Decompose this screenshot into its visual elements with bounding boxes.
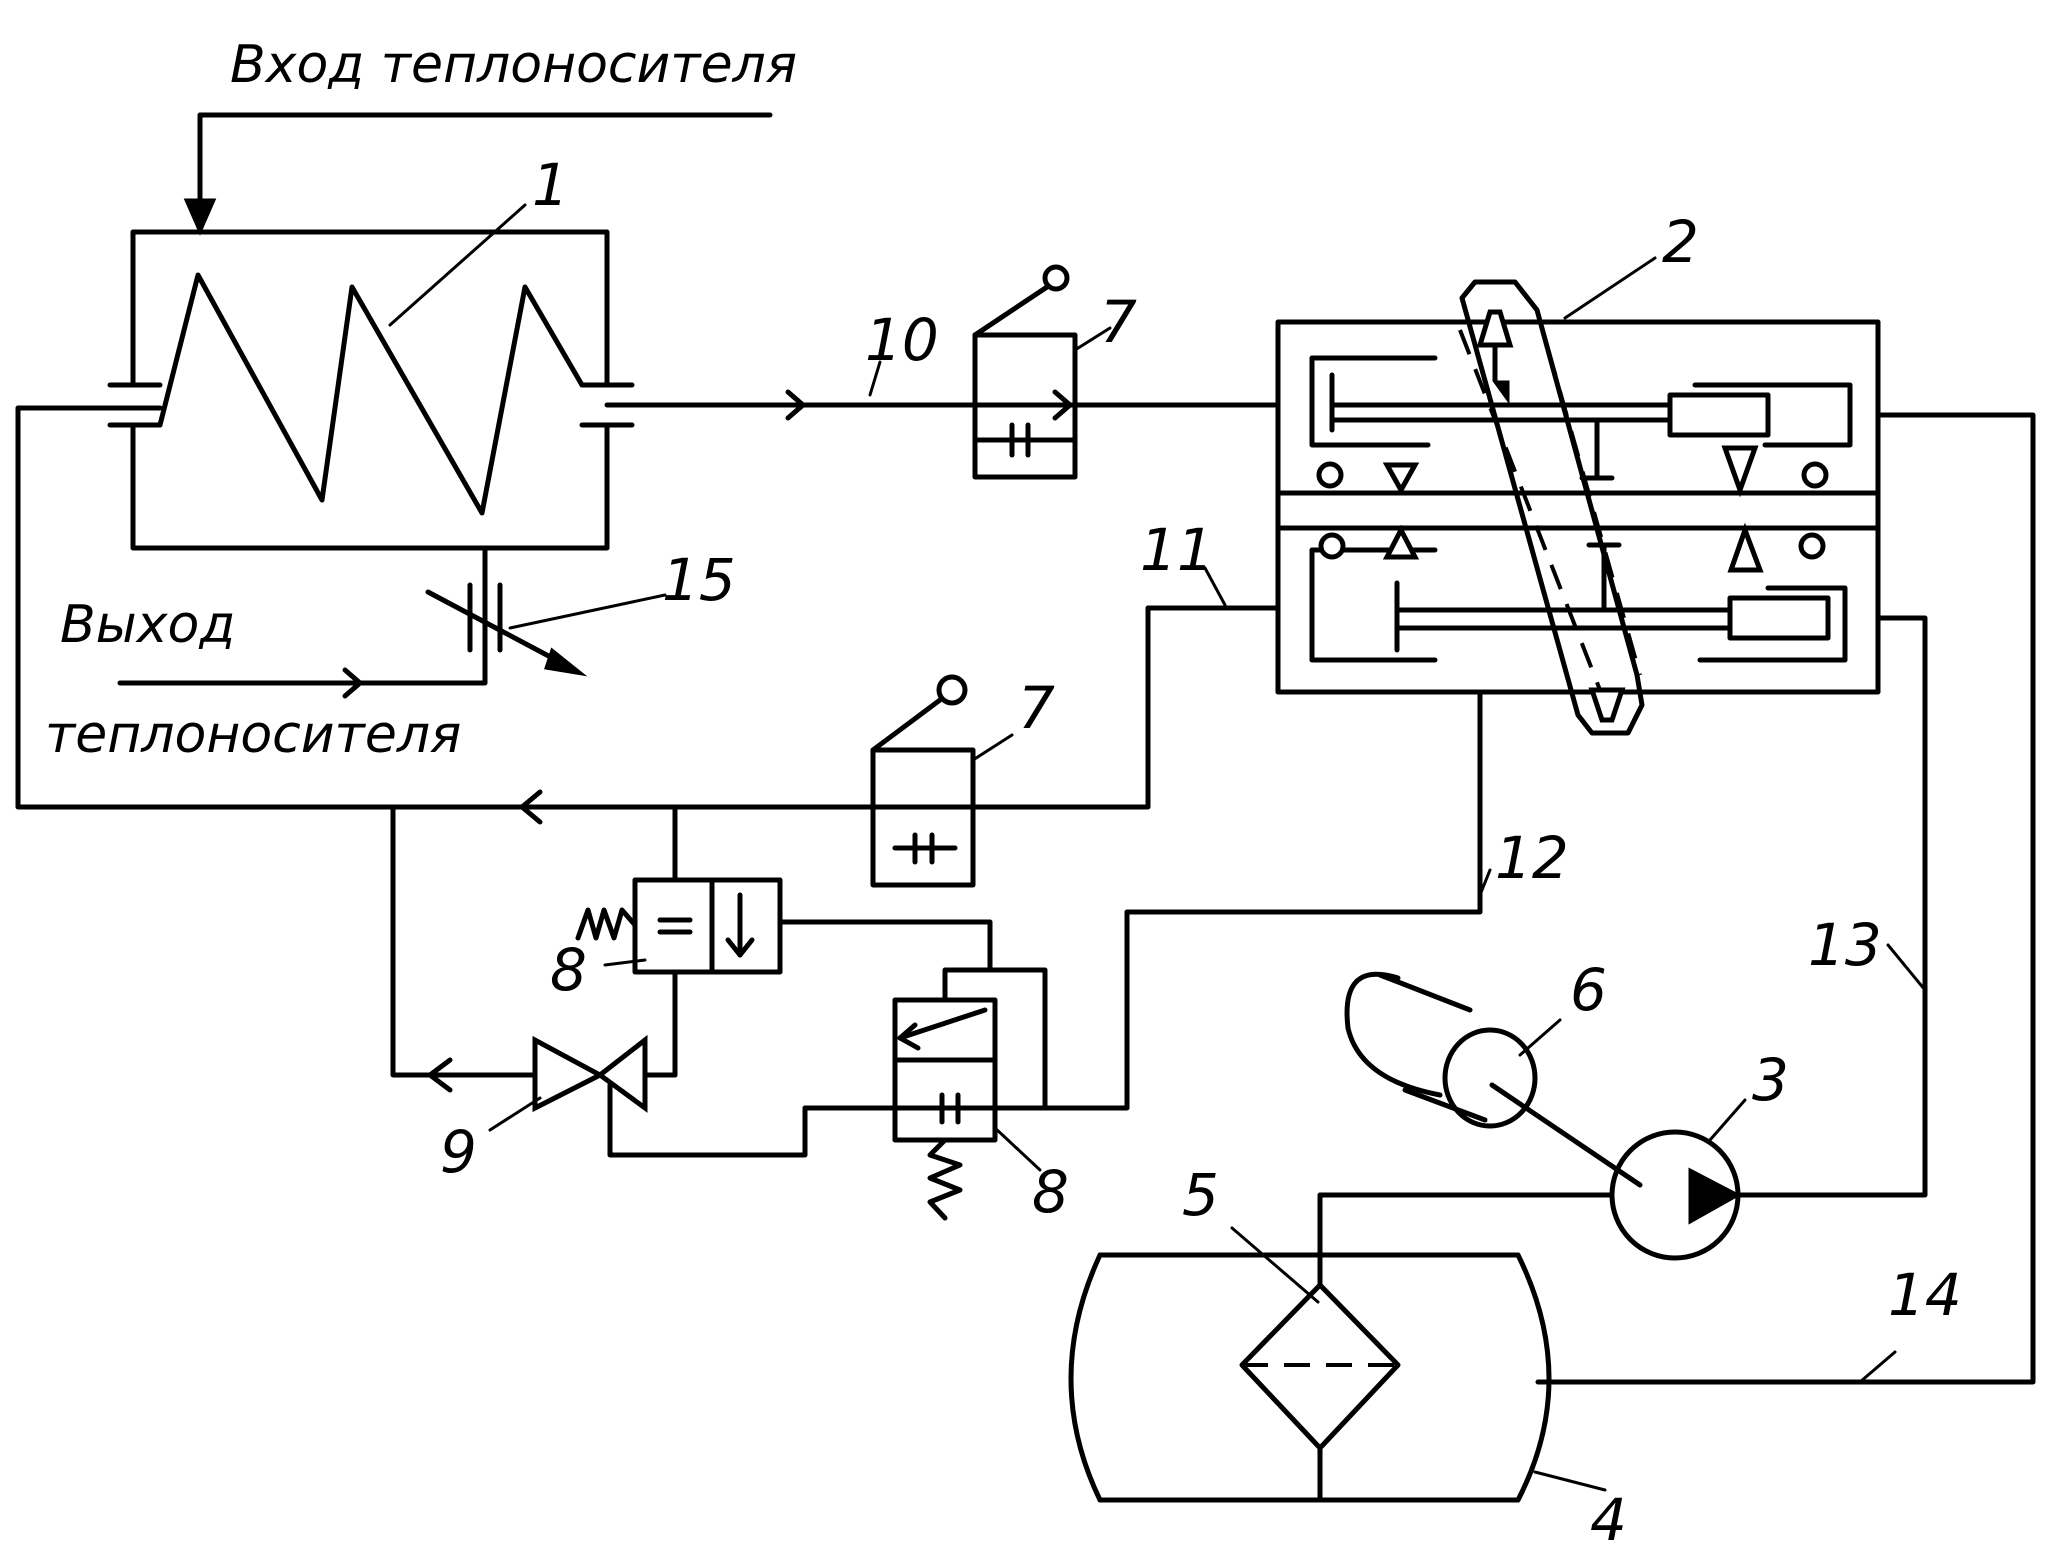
valve-7-lower (873, 677, 973, 885)
press-unit (1278, 282, 1878, 733)
outlet-label-line1: Выход (60, 595, 235, 655)
callout-8-upper: 8 (550, 936, 587, 1004)
callout-4: 4 (1590, 1486, 1627, 1554)
valve-7-upper-knob (1045, 267, 1067, 289)
callout-8-lower: 8 (1032, 1158, 1069, 1226)
heat-exchanger-coil (160, 275, 582, 513)
valve-8-lower-spring (930, 1140, 960, 1218)
callout-3: 3 (1752, 1046, 1789, 1114)
filter (1242, 1285, 1398, 1448)
leader-lines (390, 205, 1925, 1490)
callout-5: 5 (1182, 1161, 1219, 1229)
callout-11: 11 (1140, 516, 1214, 584)
callout-7-upper: 7 (1100, 288, 1137, 356)
callout-14: 14 (1888, 1261, 1962, 1329)
valve-8-lower (805, 970, 1045, 1218)
pump (1612, 1132, 1738, 1258)
valve-7-upper (975, 267, 1075, 477)
callout-12: 12 (1495, 824, 1569, 892)
valve-7-lower-knob (939, 677, 965, 703)
valve-9 (535, 1040, 805, 1155)
pipe-12 (1040, 692, 1480, 1108)
callout-10: 10 (865, 306, 939, 374)
inlet-label: Вход теплоносителя (230, 35, 797, 95)
callout-2: 2 (1662, 208, 1699, 276)
callout-1: 1 (532, 151, 569, 219)
outlet-label-line2: теплоносителя (45, 705, 461, 765)
heat-exchanger (110, 115, 770, 548)
callout-6: 6 (1570, 956, 1607, 1024)
callout-7-lower: 7 (1018, 674, 1055, 742)
callout-9: 9 (440, 1118, 477, 1186)
callout-15: 15 (662, 546, 736, 614)
pipe-14 (1538, 415, 2033, 1382)
callout-13: 13 (1808, 911, 1882, 979)
valve-8-upper-spring (578, 910, 635, 938)
